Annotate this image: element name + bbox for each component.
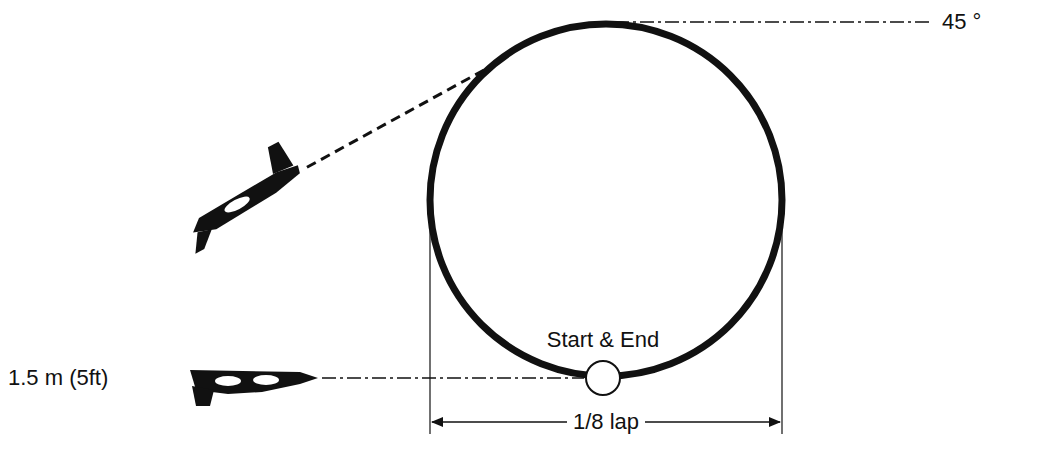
altitude-label: 1.5 m (5ft) xyxy=(8,366,108,390)
angle-label: 45 ° xyxy=(942,10,981,34)
start-marker xyxy=(586,361,620,395)
reference-line xyxy=(615,21,932,23)
extension-line xyxy=(429,210,430,434)
altitude-line xyxy=(322,377,584,379)
aircraft-upper xyxy=(167,139,312,254)
sight-line xyxy=(302,70,484,170)
loop-path xyxy=(430,24,782,376)
position-label: Start & End xyxy=(547,328,660,352)
dimension-label: 1/8 lap xyxy=(567,410,645,434)
aircraft-lower xyxy=(190,370,318,406)
extension-line xyxy=(781,210,782,434)
